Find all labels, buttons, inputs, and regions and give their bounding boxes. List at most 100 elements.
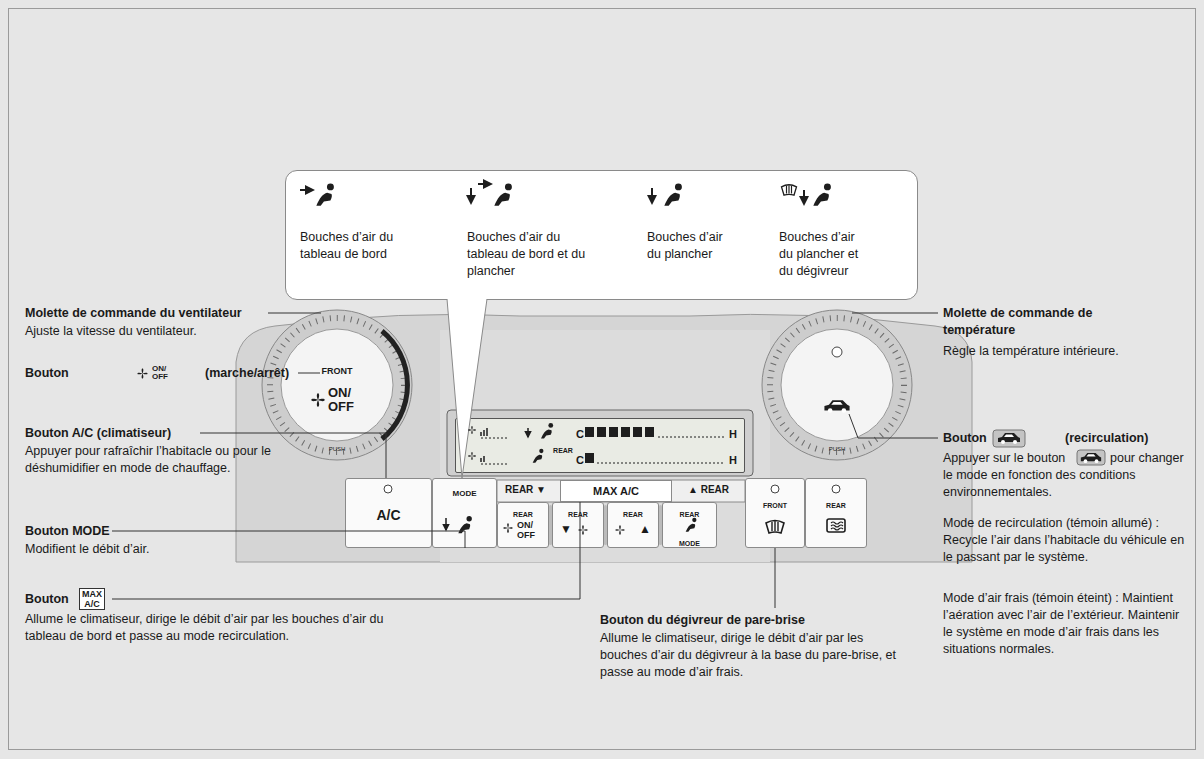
arrow-icon	[478, 183, 491, 185]
callout-heading: Bouton	[25, 591, 85, 608]
fan-icon	[468, 426, 476, 434]
fan-icon	[578, 525, 587, 534]
fan-knob: FRONTON/ OFFPUSH	[262, 310, 412, 460]
fan-icon	[615, 525, 624, 534]
icon-text: MAX A/C	[79, 588, 105, 610]
arrow-icon	[470, 188, 472, 203]
node-text: Bouches d’air du plancher et du dégivreu…	[779, 229, 871, 280]
seat-icon	[813, 183, 831, 205]
fan-level-arc	[382, 331, 407, 439]
button-icons	[311, 347, 849, 545]
callout-heading: Molette de commande de température	[943, 305, 1143, 339]
node-text: H	[728, 426, 738, 443]
level-line	[481, 438, 508, 439]
max-ac-button: MAX A/C	[560, 480, 672, 502]
icon-text: ON/ OFF	[152, 365, 176, 381]
separator	[549, 505, 552, 545]
callout-heading: Bouton	[943, 430, 1003, 447]
callout-tail	[447, 298, 487, 478]
temperature-scale	[658, 437, 724, 438]
mode-button: MODE	[432, 478, 497, 548]
node-text: PUSH	[762, 441, 912, 458]
node-text: ON/ OFF	[328, 386, 366, 414]
callout-text: Allume le climatiseur, dirige le débit d…	[25, 611, 385, 645]
rear-defrost-icon	[827, 519, 845, 532]
callout-text: Allume le climatiseur, dirige le débit d…	[600, 630, 900, 681]
node-text: ▲	[638, 521, 652, 538]
tail-fill	[447, 298, 487, 478]
leader-lines	[112, 313, 938, 608]
fan-knob-bezel	[262, 310, 412, 460]
knob-ticks	[770, 318, 904, 452]
seat-icon	[316, 183, 334, 205]
leader-line	[112, 502, 580, 599]
frame	[9, 9, 1196, 750]
node-text: REAR	[548, 442, 578, 459]
node-text: FRONT	[746, 497, 804, 514]
callout-box: Bouches d’air du tableau de bord Bouches …	[285, 170, 918, 300]
front-defrost-button: FRONT	[745, 478, 805, 548]
callout-text: Ajuste la vitesse du ventilateur.	[25, 323, 325, 340]
arrow-icon	[651, 188, 653, 203]
node-text: Bouches d’air du plancher	[647, 229, 739, 263]
indicator-light	[832, 485, 840, 493]
rear-defrost-button: REAR	[805, 478, 867, 548]
mode-arrow	[445, 518, 447, 530]
defrost-icon	[782, 185, 797, 195]
level-bars	[481, 428, 487, 436]
callout-text: Mode d’air frais (témoin éteint) : Maint…	[943, 590, 1188, 658]
knob-ring	[762, 310, 912, 460]
node-text: A/C	[346, 507, 431, 524]
callout-heading: Bouton A/C (climatiseur)	[25, 425, 285, 442]
leader-line	[112, 531, 465, 548]
temperature-bar	[585, 427, 654, 437]
callout-heading: Bouton	[25, 365, 85, 382]
leader-line	[849, 414, 938, 438]
node-text: REAR	[663, 506, 716, 523]
node-text: Bouches d’air du tableau de bord et du p…	[467, 229, 597, 280]
node-text: C	[575, 452, 585, 469]
recirculation-icon	[1081, 453, 1101, 463]
mode-icon	[458, 516, 472, 533]
display-bezel	[447, 410, 753, 476]
mode-icon	[686, 518, 697, 532]
arrow-icon	[300, 189, 313, 191]
node-text: MAX A/C	[561, 483, 671, 500]
recirculation-button-icon	[1077, 450, 1105, 465]
airflow-icons	[300, 183, 831, 205]
temperature-bar	[585, 453, 594, 463]
display-graphics	[468, 423, 724, 464]
callout-text: Règle la température intérieure.	[943, 343, 1188, 360]
callout-text: Mode de recirculation (témoin allumé) : …	[943, 515, 1188, 566]
callout-heading: Molette de commande du ventilateur	[25, 305, 285, 322]
knob-ring	[262, 310, 412, 460]
temperature-knob: PUSH	[762, 310, 912, 460]
mode-icon	[533, 449, 544, 463]
defrost-icon	[766, 521, 784, 534]
arrow-icon	[803, 190, 805, 204]
callout-heading: Bouton MODE	[25, 523, 225, 540]
node-text: REAR	[608, 506, 658, 523]
knob-face	[781, 329, 893, 441]
node-text: PUSH	[262, 441, 412, 458]
recirculation-icon	[824, 400, 849, 413]
tail-edge	[447, 299, 487, 478]
node-text: H	[728, 452, 738, 469]
rear-fan-down-button: REAR▼	[552, 502, 604, 548]
leader-line	[852, 313, 938, 314]
indicator-light	[771, 485, 779, 493]
label-icons	[137, 368, 1105, 465]
rear-fan-up-button: REAR▲	[607, 502, 659, 548]
climate-display: C H REARC H	[455, 418, 745, 473]
node-text: Bouches d’air du tableau de bord	[300, 229, 412, 263]
rear-mode-button: REARMODE	[662, 502, 717, 548]
callout-heading: (marche/arrêt)	[205, 365, 305, 382]
rear-onoff-button: REARON/ OFF	[497, 502, 549, 548]
fan-icon	[311, 393, 325, 407]
node-text: C	[575, 426, 585, 443]
fan-icon	[468, 452, 476, 460]
callout-text: pour changer le mode en fonction des con…	[943, 450, 1188, 501]
recirculation-button-icon	[993, 430, 1025, 447]
separator	[604, 505, 607, 545]
callout-text: Appuyer sur le bouton	[943, 450, 1078, 467]
